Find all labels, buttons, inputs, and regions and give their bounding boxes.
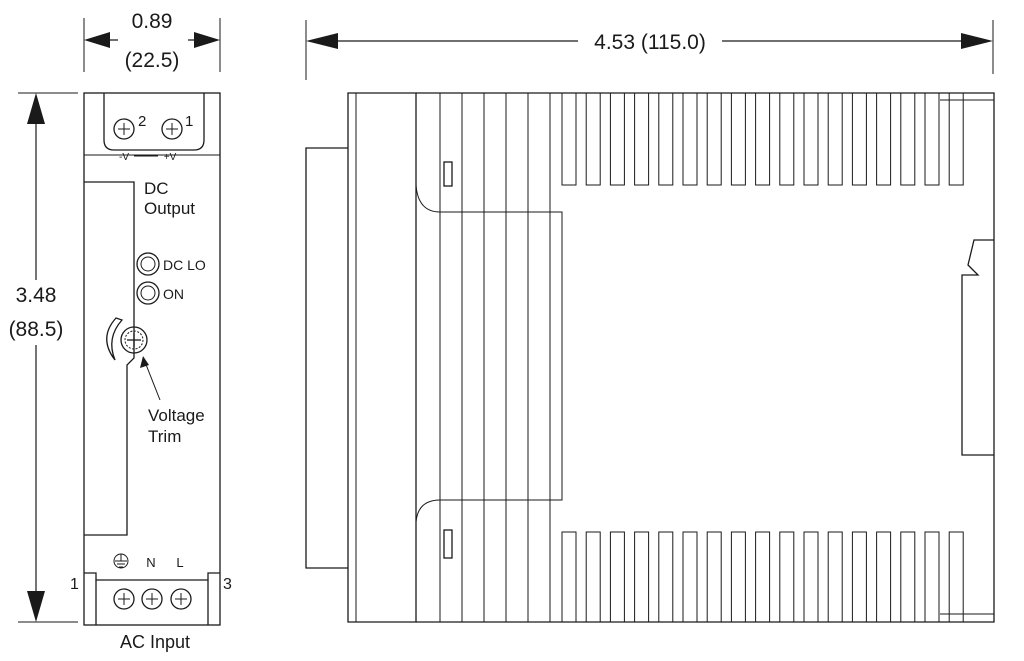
- top-fin: [900, 92, 916, 186]
- bottom-fin: [634, 531, 650, 623]
- bottom-fin: [948, 531, 964, 623]
- length-label: 4.53 (115.0): [594, 31, 706, 54]
- height-mm-label: (88.5): [9, 318, 64, 341]
- bottom-fin: [561, 531, 577, 623]
- top-fin: [585, 92, 601, 186]
- dc-output-line1: DC: [144, 179, 169, 198]
- top-fin: [924, 92, 940, 186]
- voltage-trim-line2: Trim: [148, 427, 181, 446]
- top-latch: [443, 161, 453, 187]
- height-dimension: 3.48 (88.5): [9, 92, 78, 623]
- on-label: ON: [163, 286, 184, 302]
- top-fin: [755, 92, 771, 186]
- bottom-fin: [803, 531, 819, 623]
- top-fin: [779, 92, 795, 186]
- ac-ground-screw-icon: [113, 588, 135, 610]
- ac-line-screw-icon: [170, 588, 192, 610]
- dc-minus-label: -V: [119, 152, 129, 163]
- width-dimension: 0.89 (22.5): [83, 10, 221, 72]
- top-fin: [682, 92, 698, 186]
- dc-plus-screw-icon: [161, 118, 183, 140]
- main-enclosure: [416, 92, 995, 623]
- bottom-fin: [706, 531, 722, 623]
- ac-line-label: L: [176, 555, 183, 570]
- bottom-fin: [876, 531, 892, 623]
- trim-direction-arrow-icon: [106, 317, 124, 361]
- ac-terminal-1-number: 1: [70, 576, 79, 593]
- front-view: 2 1 -V +V DC Output DC LO ON Voltage Tri…: [70, 92, 232, 652]
- top-fin: [634, 92, 650, 186]
- front-cover: [347, 92, 417, 623]
- dc-terminal-block: [103, 93, 205, 151]
- dc-minus-screw-icon: [113, 118, 135, 140]
- bottom-fin: [779, 531, 795, 623]
- top-fin: [730, 92, 746, 186]
- din-rail-clip: [961, 239, 994, 456]
- dc-lo-label: DC LO: [163, 257, 206, 273]
- bottom-fin: [900, 531, 916, 623]
- front-housing: [83, 92, 221, 626]
- bottom-latch: [443, 529, 453, 559]
- bottom-fin: [730, 531, 746, 623]
- width-inches-label: 0.89: [132, 10, 173, 33]
- ac-neutral-label: N: [146, 555, 155, 570]
- top-fin: [851, 92, 867, 186]
- voltage-trim-pot-icon: [120, 326, 148, 354]
- ac-terminal-3-number: 3: [223, 576, 232, 593]
- ac-neutral-screw-icon: [141, 588, 163, 610]
- ac-input-label: AC Input: [120, 632, 190, 652]
- width-mm-label: (22.5): [125, 49, 180, 72]
- length-dimension: 4.53 (115.0): [305, 20, 994, 80]
- on-led-icon: [136, 281, 160, 305]
- height-inches-label: 3.48: [16, 284, 57, 307]
- bottom-fin: [851, 531, 867, 623]
- top-fin: [609, 92, 625, 186]
- bottom-fin: [585, 531, 601, 623]
- bottom-fin: [755, 531, 771, 623]
- bottom-fin: [827, 531, 843, 623]
- top-fin: [876, 92, 892, 186]
- ac-terminal-block: [84, 572, 220, 581]
- dc-lo-led-icon: [136, 252, 160, 276]
- ventilation-fins: [439, 92, 964, 623]
- bottom-fin: [658, 531, 674, 623]
- bottom-fin: [924, 531, 940, 623]
- dc-terminal-1-number: 1: [185, 113, 193, 130]
- top-fin: [706, 92, 722, 186]
- top-fin: [827, 92, 843, 186]
- bottom-fin: [609, 531, 625, 623]
- voltage-trim-line1: Voltage: [148, 406, 205, 425]
- top-fin: [658, 92, 674, 186]
- side-view: [305, 92, 995, 623]
- top-fin: [948, 92, 964, 186]
- terminal-protrusion: [305, 147, 348, 569]
- front-panel-recess: [84, 181, 135, 536]
- top-fin: [561, 92, 577, 186]
- top-fin: [803, 92, 819, 186]
- dc-output-line2: Output: [144, 199, 195, 218]
- bottom-fin: [682, 531, 698, 623]
- dc-terminal-2-number: 2: [138, 113, 146, 130]
- dc-plus-label: +V: [164, 152, 177, 163]
